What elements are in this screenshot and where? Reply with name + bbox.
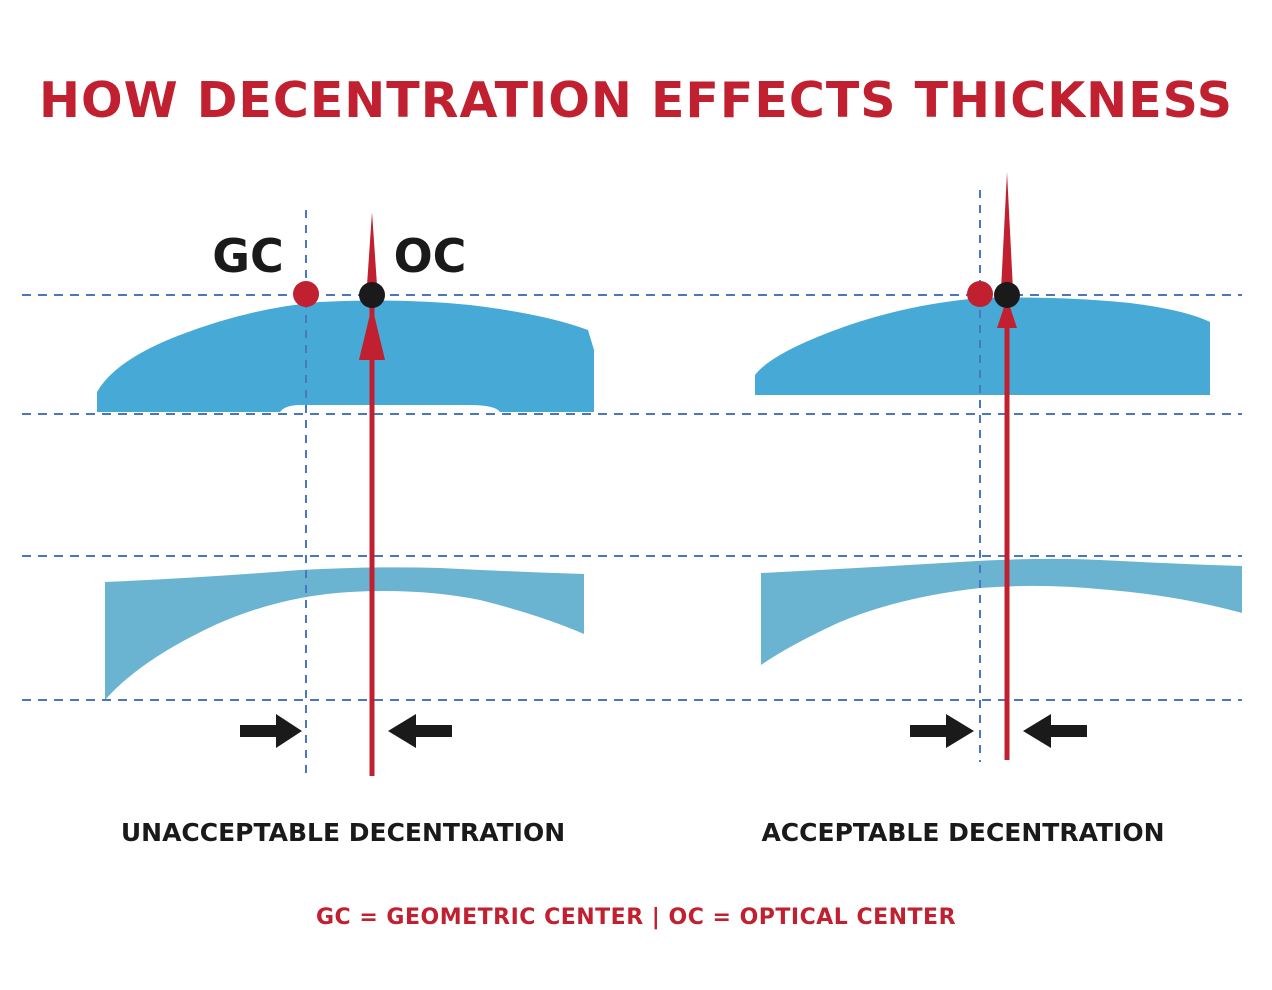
gap-arrow-left-acceptable (1023, 714, 1087, 748)
gap-arrow-right-acceptable (910, 714, 974, 748)
oc-spike-acceptable (1001, 172, 1013, 290)
oc-arrowhead-acceptable (997, 298, 1017, 328)
caption-unacceptable: UNACCEPTABLE DECENTRATION (121, 818, 565, 847)
legend-footnote: GC = GEOMETRIC CENTER | OC = OPTICAL CEN… (315, 905, 957, 930)
page-title: HOW DECENTRATION EFFECTS THICKNESS (38, 72, 1234, 129)
oc-dot-acceptable (994, 282, 1020, 308)
plus-lens-unacceptable (97, 300, 594, 412)
minus-lens-acceptable (761, 558, 1242, 665)
gc-dot-unacceptable (293, 281, 319, 307)
gc-dot-acceptable (967, 281, 993, 307)
oc-spike-unacceptable (366, 212, 378, 300)
plus-lens-acceptable (755, 297, 1210, 395)
gc-label: GC (212, 229, 284, 283)
oc-label: OC (394, 229, 467, 283)
gap-arrow-right-unacceptable (240, 714, 302, 748)
oc-arrowhead-unacceptable (359, 306, 385, 360)
gap-arrow-left-unacceptable (388, 714, 452, 748)
oc-dot-unacceptable (359, 282, 385, 308)
minus-lens-unacceptable (105, 567, 584, 700)
caption-acceptable: ACCEPTABLE DECENTRATION (761, 818, 1164, 847)
